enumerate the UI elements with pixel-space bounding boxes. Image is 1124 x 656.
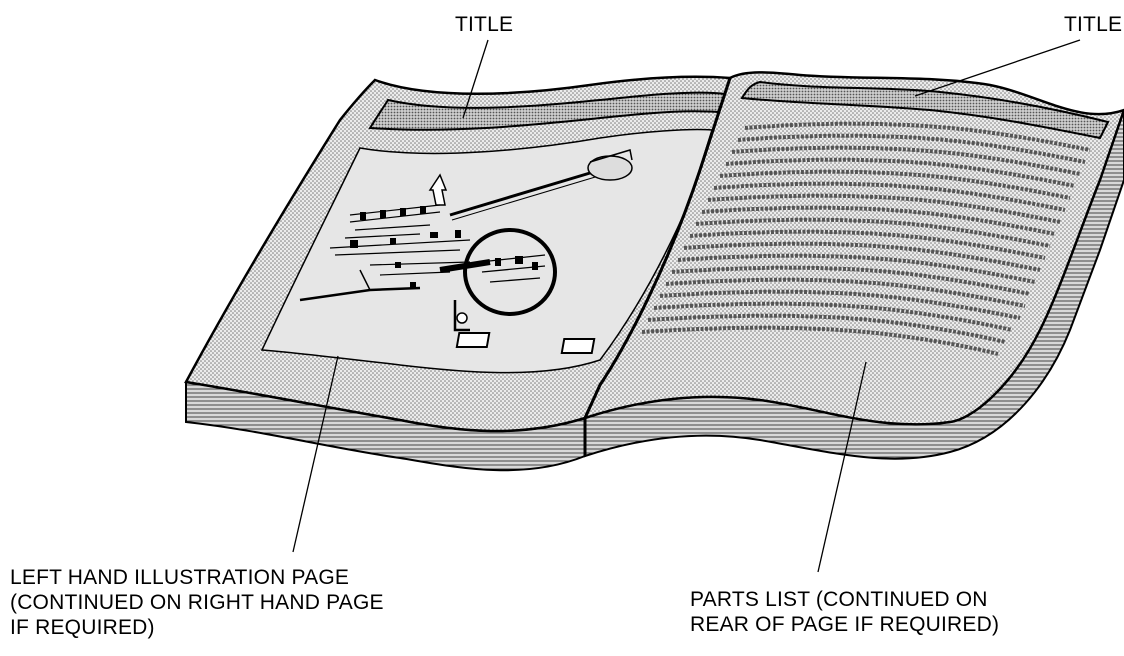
parts-list-label-line-1: PARTS LIST (CONTINUED ON xyxy=(690,588,988,611)
exploded-parts-illustration xyxy=(299,149,633,332)
book-spine xyxy=(583,77,732,456)
page-number-box-right xyxy=(560,338,596,354)
leader-left-page xyxy=(292,355,339,553)
detail-callout-circle xyxy=(463,228,557,316)
parts-list-label: PARTS LIST (CONTINUED ON REAR OF PAGE IF… xyxy=(690,587,999,637)
leader-title-right xyxy=(914,39,1081,97)
title-band-left xyxy=(368,91,727,131)
title-label-left: TITLE xyxy=(455,13,514,36)
left-page-label-line-2: (CONTINUED ON RIGHT HAND PAGE xyxy=(10,591,384,614)
left-page-label-line-1: LEFT HAND ILLUSTRATION PAGE xyxy=(10,566,350,589)
parts-list-label-line-2: REAR OF PAGE IF REQUIRED) xyxy=(690,613,1000,636)
left-hand-illustration-page-label: LEFT HAND ILLUSTRATION PAGE (CONTINUED O… xyxy=(10,565,384,640)
parts-list-rows xyxy=(641,121,1091,356)
page-number-box-left xyxy=(455,332,491,348)
left-page-label-line-3: IF REQUIRED) xyxy=(10,616,155,639)
title-label-right: TITLE xyxy=(1064,13,1123,36)
right-page xyxy=(560,71,1124,426)
leader-lines xyxy=(292,39,1081,573)
direction-arrow xyxy=(428,173,448,206)
leader-parts-list xyxy=(817,361,867,573)
leader-title-left xyxy=(462,39,489,119)
title-band-right xyxy=(740,80,1110,140)
